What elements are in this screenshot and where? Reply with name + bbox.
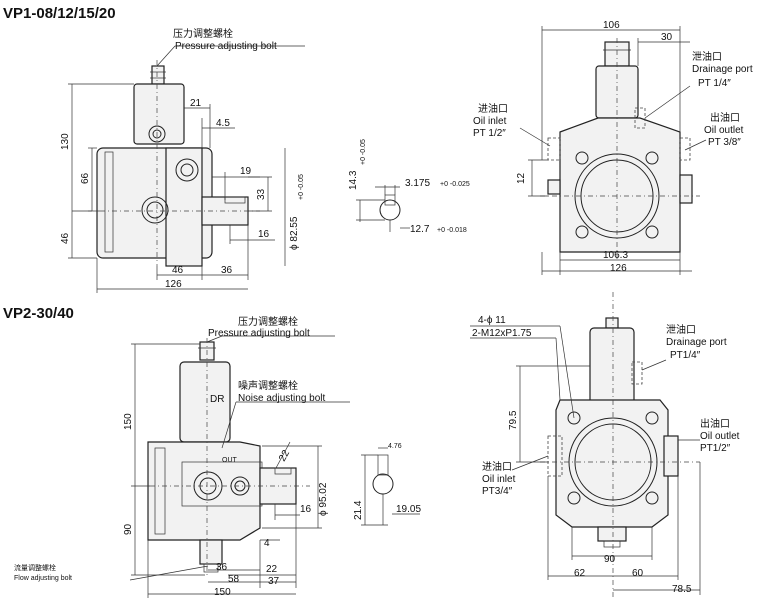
vp2-noise-cn: 噪声调整螺栓 [238,379,298,392]
vp2-dim-95: ϕ 95.02 [318,482,329,516]
vp2-flow-en: Flow adjusting bolt [14,575,72,582]
vp2-dim-62: 62 [574,568,586,579]
vp2-outlet-cn: 出油口 [700,417,730,430]
vp1-dim-46v: 46 [60,232,71,244]
vp2-dim-90: 90 [604,554,616,565]
vp2-dim-22: 22 [266,564,278,575]
vp2-inlet-pt: PT3/4″ [482,486,513,497]
vp2-dim-150h: 150 [214,587,231,598]
vp2-key-h: 21.4 [353,500,364,520]
vp1-dim-36: 36 [221,265,233,276]
vp1-dim-4-5: 4.5 [216,118,230,129]
vp2-dim-36: 36 [216,562,228,573]
vp1-key-w-tol: +0 -0.025 [440,181,470,188]
vp2-front-view [540,292,700,598]
vp1-dim-30: 30 [661,32,673,43]
vp2-front-dims [470,325,701,595]
vp1-drain-pt: PT 1/4″ [698,78,731,89]
vp1-dim-130: 130 [60,133,71,150]
vp2-dim-22a: 22 [277,448,292,464]
vp1-dim-126: 126 [165,279,182,290]
vp1-dim-46h: 46 [172,265,184,276]
vp2-dim-90v: 90 [123,523,134,535]
vp2-holes: 4-ϕ 11 [478,315,506,326]
vp2-dim-78-5: 78.5 [672,584,692,595]
vp2-title: VP2-30/40 [3,305,74,322]
vp1-dim-33: 33 [256,188,267,200]
vp2-dim-58: 58 [228,574,240,585]
vp1-outlet-pt: PT 3/8″ [708,137,741,148]
vp1-pressure-cn: 压力调整螺栓 [173,27,233,40]
vp2-drain-cn: 泄油口 [666,323,696,336]
vp2-outlet-en: Oil outlet [700,431,740,442]
vp2-drain-en: Drainage port [666,337,727,348]
vp1-dim-19: 19 [240,166,252,177]
vp2-outlet-pt: PT1/2″ [700,443,731,454]
vp2-dr: DR [210,394,224,405]
vp1-side-view [96,60,260,267]
vp2-flow-cn: 流量调整螺栓 [14,563,56,572]
vp2-dim-16: 16 [300,504,312,515]
vp1-key-w2: 12.7 [410,224,430,235]
vp2-dim-37: 37 [268,576,280,587]
vp2-pressure-en: Pressure adjusting bolt [208,328,310,339]
vp1-key-w2-tol: +0 -0.018 [437,227,467,234]
vp1-key-h: 14.3 [348,170,359,190]
vp1-dim-126r: 126 [610,263,627,274]
vp1-dim-66: 66 [80,172,91,184]
vp1-title: VP1-08/12/15/20 [3,5,116,22]
vp1-key-detail [356,185,410,232]
vp1-dim-106-3: 106.3 [603,250,628,261]
vp1-tol-d: +0 -0.05 [298,174,305,200]
vp2-side-view [147,338,310,575]
vp2-pressure-cn: 压力调整螺栓 [238,315,298,328]
vp1-front-view [540,38,700,262]
vp2-side-dims [129,335,350,598]
vp2-inlet-cn: 进油口 [482,460,512,473]
vp1-outlet-en: Oil outlet [704,125,744,136]
vp2-thread: 2-M12xP1.75 [472,328,532,339]
vp1-inlet-en: Oil inlet [473,116,507,127]
vp1-front-dims [519,26,707,275]
vp1-dim-106: 106 [603,20,620,31]
vp1-side-dims [68,45,305,293]
vp1-key-h-tol: +0 -0.05 [360,139,367,165]
vp2-noise-en: Noise adjusting bolt [238,393,325,404]
vp2-inlet-en: Oil inlet [482,474,516,485]
vp1-dim-16: 16 [258,229,270,240]
vp1-drain-cn: 泄油口 [692,50,722,63]
vp1-drain-en: Drainage port [692,64,753,75]
vp2-dim-150v: 150 [123,413,134,430]
vp2-key-w: 4.76 [388,443,402,450]
vp1-dim-21: 21 [190,98,202,109]
vp1-outlet-cn: 出油口 [710,111,740,124]
vp2-out: OUT [222,457,238,464]
vp1-pressure-en: Pressure adjusting bolt [175,41,277,52]
vp1-key-w: 3.175 [405,178,430,189]
vp1-inlet-cn: 进油口 [478,102,508,115]
vp2-dim-4: 4 [264,538,270,549]
vp2-key-detail [361,447,420,526]
vp2-dim-60: 60 [632,568,644,579]
vp1-dim-82: ϕ 82.55 [289,216,300,250]
vp1-dim-12: 12 [516,172,527,184]
vp2-key-w2: 19.05 [396,504,421,515]
vp2-dim-79-5: 79.5 [508,410,519,430]
vp1-inlet-pt: PT 1/2″ [473,128,506,139]
vp2-drain-pt: PT1/4″ [670,350,701,361]
